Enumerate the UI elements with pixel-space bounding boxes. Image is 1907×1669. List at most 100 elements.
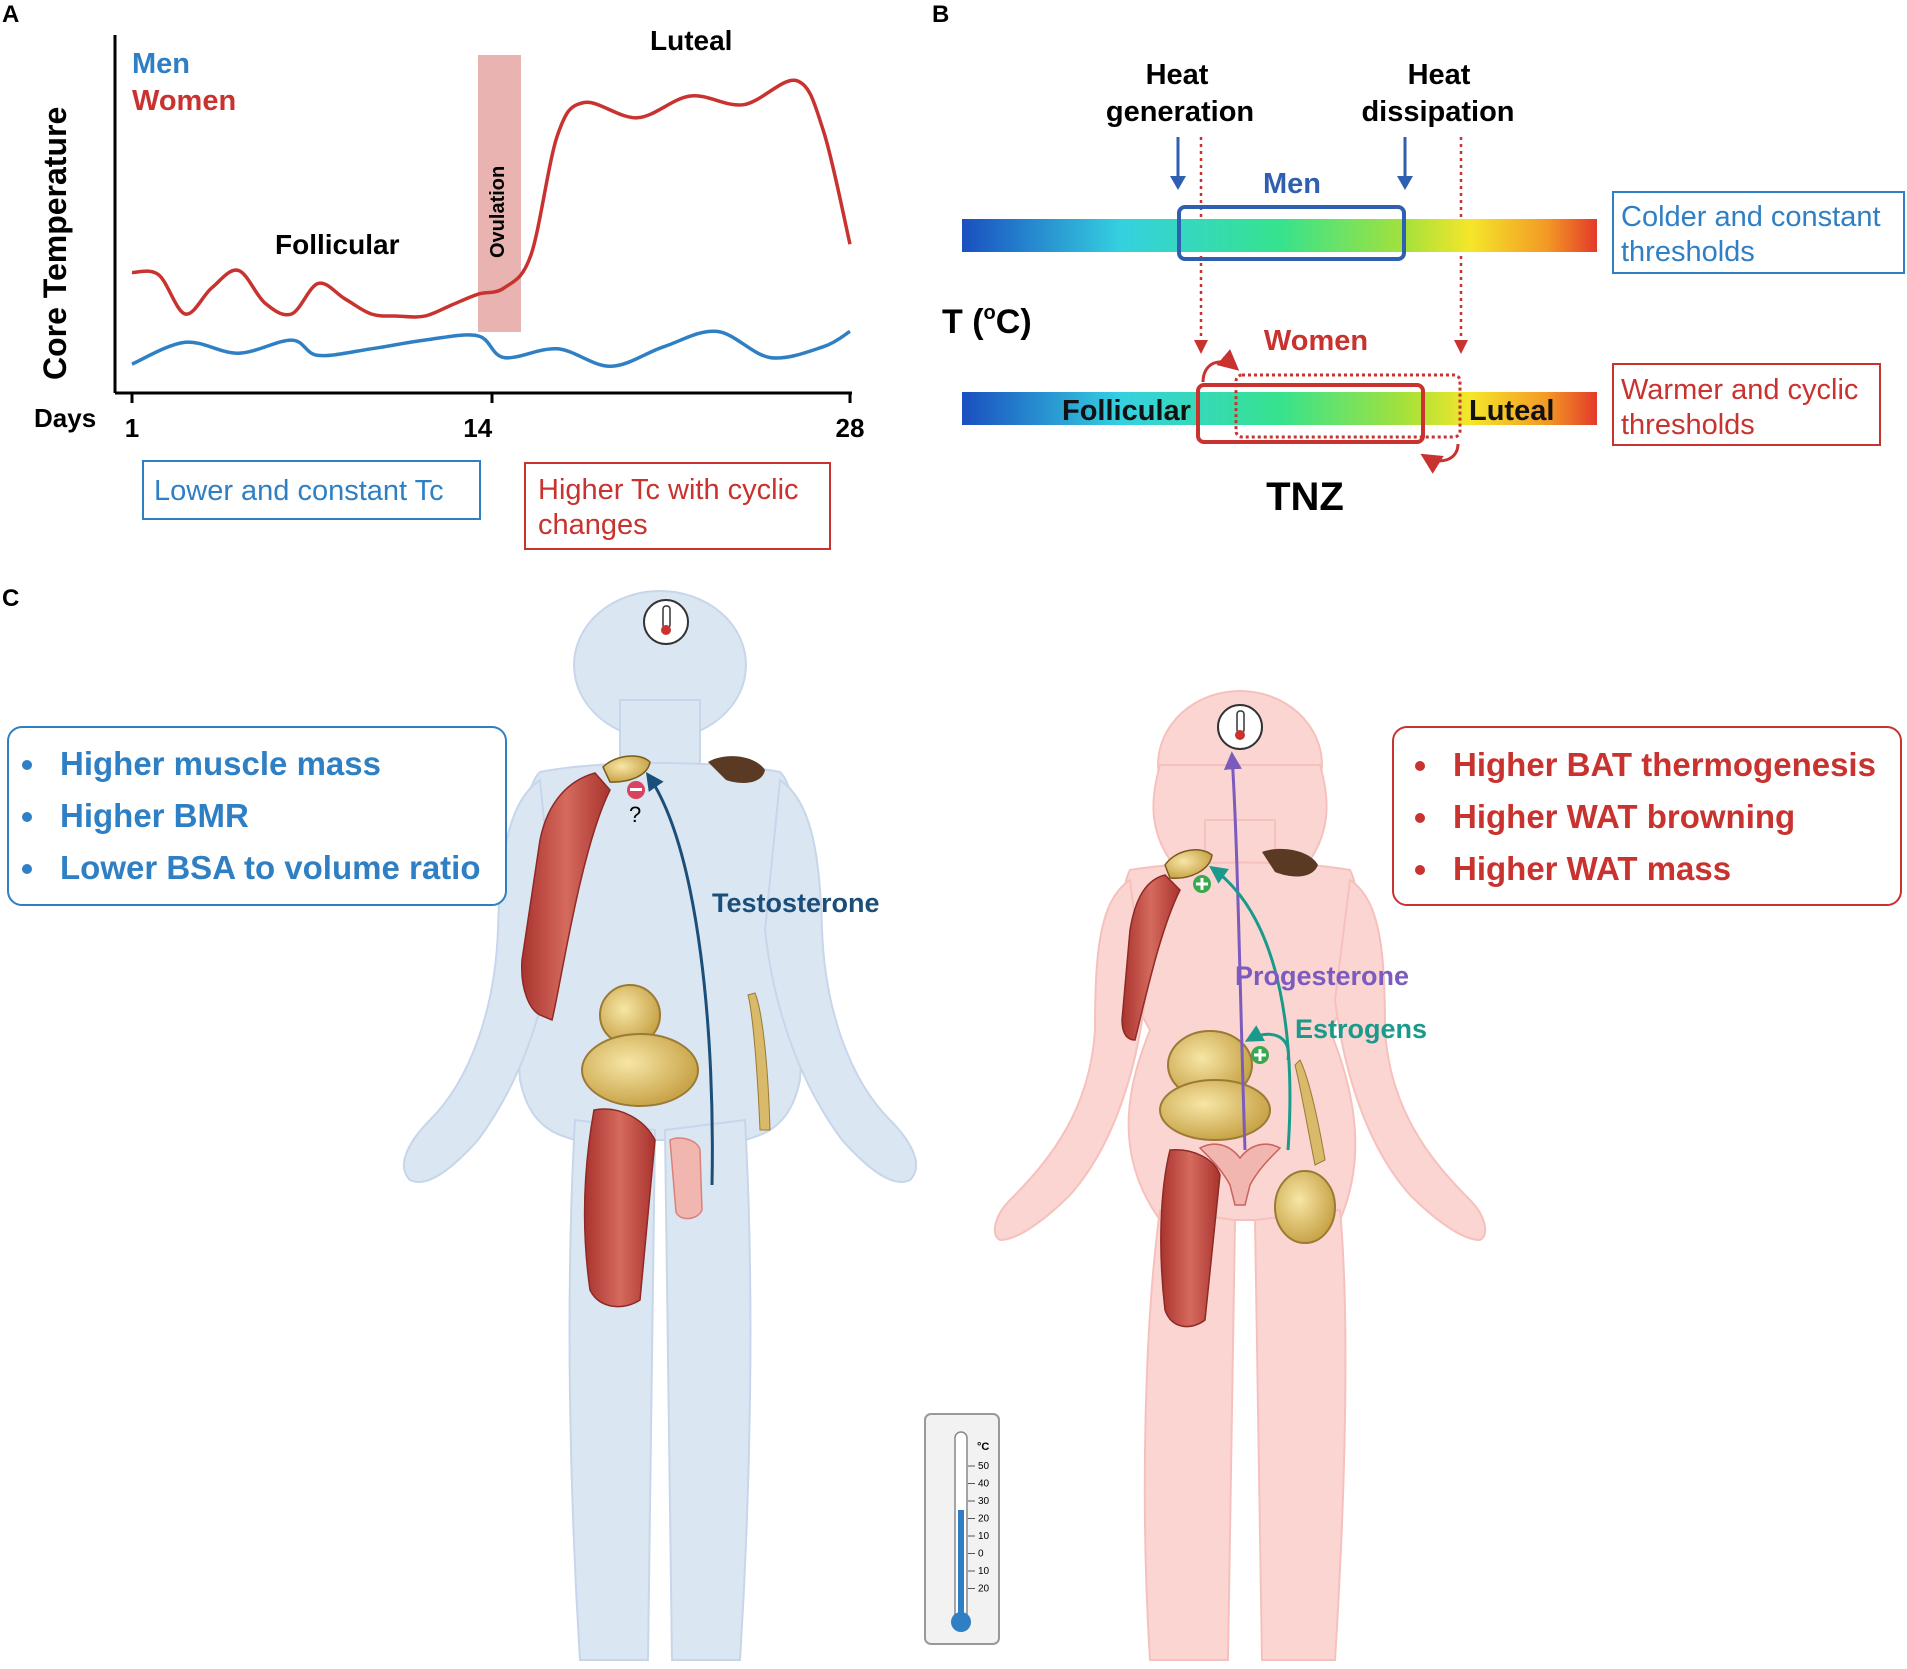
- series-line-women: [131, 78, 852, 319]
- box-men-thresholds-line1: Colder and constant: [1621, 201, 1881, 233]
- trait-item: Higher WAT mass: [1453, 850, 1731, 887]
- tnz-label: TNZ: [1266, 475, 1344, 519]
- x-axis-label: Days: [34, 403, 96, 433]
- thermometer-tick-label: 30: [978, 1496, 990, 1507]
- female-subcutaneous-fat: [1294, 1059, 1326, 1166]
- female-bat-depot: [1164, 849, 1213, 879]
- men-traits-box: [7, 726, 507, 906]
- ovulation-label: Ovulation: [487, 166, 509, 258]
- x-tick-label: 14: [463, 413, 492, 443]
- female-abdominal-fat: [1159, 1030, 1336, 1244]
- bullet-icon: [1415, 865, 1425, 875]
- inhibition-question: ?: [629, 802, 641, 827]
- trait-item: Higher muscle mass: [60, 745, 381, 782]
- female-left-leg: [1253, 1208, 1347, 1661]
- thermometer-tick-label: 10: [978, 1531, 990, 1542]
- bullet-icon: [1415, 813, 1425, 823]
- box-women-thresholds-line1: Warmer and cyclic: [1621, 374, 1858, 406]
- male-bat-depot: [602, 755, 651, 783]
- series-line-men: [131, 329, 851, 369]
- trait-item: Higher BAT thermogenesis: [1453, 746, 1876, 783]
- women-follicular-tnz-box: [1196, 383, 1425, 444]
- male-arm-muscle: [521, 772, 611, 1022]
- male-testes: [669, 1137, 703, 1220]
- female-right-leg: [1143, 1208, 1237, 1661]
- male-abdominal-fat: [581, 984, 699, 1107]
- trait-item: Lower BSA to volume ratio: [60, 849, 481, 886]
- thermometer-tick-label: 40: [978, 1479, 990, 1490]
- stimulation-plus-wat: [1254, 1049, 1266, 1061]
- shift-arrow-up: [1201, 349, 1240, 383]
- progesterone-arrow: [1223, 751, 1247, 1151]
- ovulation-band: [478, 55, 521, 332]
- female-thermometer-bulb: [1235, 730, 1245, 740]
- thermometer-unit: °C: [977, 1441, 989, 1453]
- estrogens-label: Estrogens: [1295, 1014, 1427, 1044]
- stimulation-plus-bat: [1196, 878, 1208, 890]
- male-supraclavicular-fat: [708, 756, 765, 783]
- box-women-thresholds: [1612, 363, 1881, 446]
- thermometer-mercury: [958, 1510, 964, 1622]
- male-thigh-muscle: [583, 1108, 656, 1308]
- female-right-arm: [993, 878, 1147, 1242]
- bullet-icon: [22, 760, 32, 770]
- female-left-arm: [1333, 878, 1487, 1242]
- female-thigh-muscle: [1160, 1149, 1221, 1328]
- estrogens-arrow-bat: [1209, 865, 1292, 1151]
- legend-women: Women: [132, 85, 236, 117]
- heat-dissipation-line2: dissipation: [1361, 96, 1514, 128]
- shift-arrow-down: [1420, 443, 1460, 474]
- heat-generation-line2: generation: [1106, 96, 1254, 128]
- box-women-thresholds-line2: thresholds: [1621, 409, 1755, 441]
- luteal-bar-label: Luteal: [1469, 395, 1554, 427]
- male-body: [403, 590, 917, 1661]
- panel-b: B Heat generation Heat dissipation Men T…: [932, 1, 1905, 519]
- heat-generation-line1: Heat: [1146, 59, 1209, 91]
- panel-letter-a: A: [2, 1, 19, 28]
- testosterone-label: Testosterone: [712, 888, 880, 918]
- follicular-bar-label: Follicular: [1062, 395, 1191, 427]
- women-temperature-bar: [962, 392, 1597, 425]
- female-supraclavicular-fat: [1262, 848, 1318, 877]
- box-men-thresholds-line2: thresholds: [1621, 236, 1755, 268]
- female-arm-muscle: [1121, 874, 1181, 1041]
- male-subcutaneous-fat: [747, 992, 771, 1131]
- y-axis-label: Core Temperature: [37, 107, 73, 380]
- box-men-tc: [142, 460, 481, 520]
- chart-series: [131, 78, 852, 369]
- estrogens-arrow-wat: [1244, 1025, 1290, 1061]
- men-tnz-box: [1177, 205, 1406, 261]
- heat-dissipation-line1: Heat: [1408, 59, 1471, 91]
- legend-men: Men: [132, 48, 190, 80]
- thermometer-tick-label: 10: [978, 1566, 990, 1577]
- women-diss-arrowhead: [1454, 340, 1468, 354]
- heat-dissipation-arrowhead: [1397, 176, 1413, 190]
- women-bar-label: Women: [1264, 325, 1368, 357]
- panel-c: C Testosterone ?: [2, 585, 1902, 1661]
- female-uterus: [1198, 1143, 1282, 1206]
- men-temperature-bar: [962, 219, 1597, 252]
- thermometer-bulb: [951, 1612, 971, 1632]
- box-women-tc-line2: changes: [538, 509, 648, 541]
- male-thermometer-bulb: [661, 625, 671, 635]
- thermometer-tick-label: 20: [978, 1514, 990, 1525]
- male-left-leg: [663, 1118, 752, 1661]
- box-women-tc-line1: Higher Tc with cyclic: [538, 474, 799, 506]
- box-men-tc-text: Lower and constant Tc: [154, 475, 444, 507]
- trait-item: Higher BMR: [60, 797, 249, 834]
- bullet-icon: [1415, 761, 1425, 771]
- box-men-thresholds: [1612, 191, 1905, 274]
- thermometer-tick-label: 50: [978, 1461, 990, 1472]
- male-thermometer-tube: [662, 605, 671, 629]
- heat-generation-arrowhead: [1170, 176, 1186, 190]
- x-tick-label: 1: [125, 413, 139, 443]
- thermometer-tick-label: 0: [978, 1549, 984, 1560]
- inhibition-minus: [630, 788, 642, 791]
- temperature-label: T (oC): [942, 302, 1032, 341]
- panel-letter-c: C: [2, 585, 19, 612]
- bullet-icon: [22, 812, 32, 822]
- women-luteal-tnz-box: [1234, 373, 1462, 439]
